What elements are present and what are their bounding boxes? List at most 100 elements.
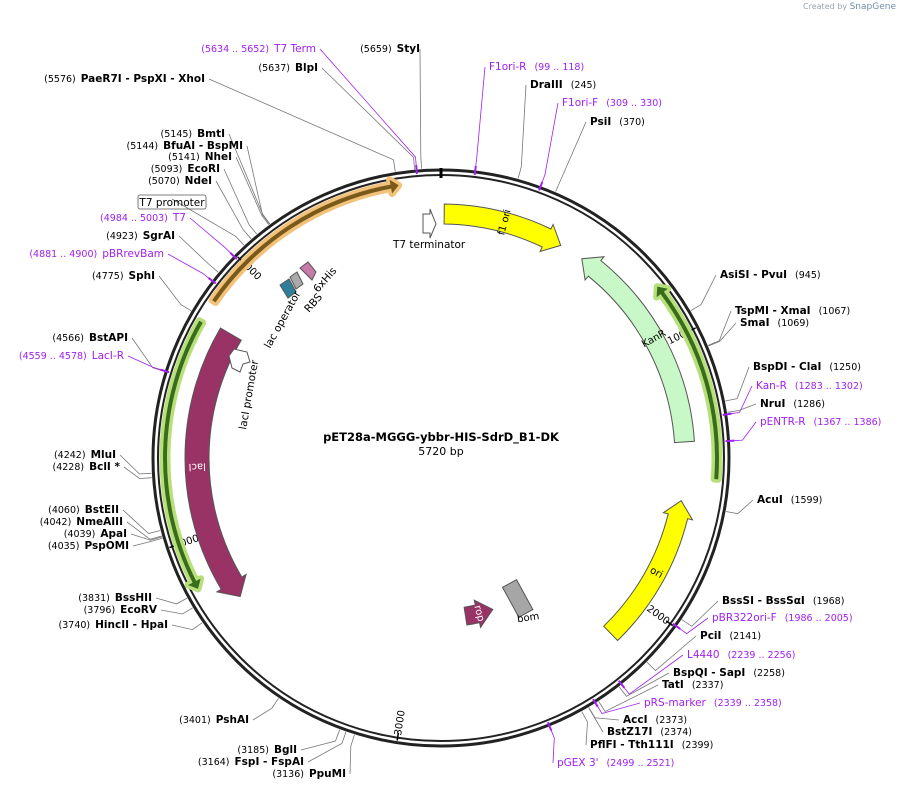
- site-text: (4984 .. 5003)T7: [100, 212, 186, 224]
- enzyme-site-label: BspDI - ClaI(1250): [753, 361, 861, 373]
- primer-mark: [546, 721, 553, 731]
- site-name: NmeAIII: [76, 516, 123, 528]
- site-position: (5637): [258, 63, 290, 74]
- site-name: L4440: [687, 649, 720, 661]
- site-name: BssSI - BssSαI: [722, 595, 805, 607]
- scale-tick: [396, 732, 400, 741]
- site-position: (2258): [753, 668, 785, 679]
- leader-line: [690, 274, 717, 312]
- leader-line: [160, 607, 193, 615]
- site-position: (4242): [54, 450, 86, 461]
- site-position: (945): [795, 270, 821, 281]
- site-text: BssSI - BssSαI(1968): [722, 595, 844, 607]
- site-text: SmaI(1069): [740, 317, 809, 329]
- site-text: (5070)NdeI: [148, 175, 212, 187]
- primer-mark: [207, 277, 217, 285]
- leader-line: [725, 499, 754, 515]
- site-name: NdeI: [185, 175, 212, 187]
- enzyme-site-label: (4775)SphI: [92, 270, 155, 282]
- leader-line: [708, 310, 732, 346]
- primer-mark: [725, 439, 735, 443]
- f1ori-arrow-body: [443, 203, 562, 253]
- site-text: BstZ17I(2374): [607, 726, 692, 738]
- leader-line: [555, 121, 587, 192]
- leader-line: [598, 684, 659, 713]
- leader-line: [321, 67, 415, 170]
- site-position: (4566): [52, 333, 84, 344]
- site-text: (4060)BstEII: [48, 504, 119, 516]
- site-name: BstAPI: [89, 332, 128, 344]
- enzyme-site-label: PciI(2141): [700, 630, 761, 642]
- bom-label: bom: [516, 611, 540, 625]
- enzyme-site-label: (4060)BstEII: [48, 504, 119, 516]
- enzyme-site-label: (3796)EcoRV: [84, 604, 158, 616]
- scale-tick-label: 2000: [644, 604, 671, 628]
- leader-line: [307, 731, 347, 763]
- snapgene-credit: Created by SnapGene: [803, 2, 896, 12]
- laci-label: lacI: [188, 460, 206, 472]
- leader-line: [581, 711, 588, 746]
- site-text: (3401)PshAI: [179, 714, 249, 726]
- plasmid-length: 5720 bp: [418, 445, 463, 458]
- site-position: (99 .. 118): [534, 62, 584, 73]
- site-name: TspMI - XmaI: [735, 305, 811, 317]
- site-text: BspDI - ClaI(1250): [753, 361, 861, 373]
- site-name: AcuI: [757, 494, 783, 506]
- leader-line: [549, 726, 555, 764]
- site-text: PsiI(370): [590, 116, 645, 128]
- site-name: LacI-R: [92, 350, 124, 362]
- enzyme-site-label: TatI(2337): [662, 679, 723, 691]
- site-text: (4035)PspOMI: [48, 540, 129, 552]
- site-position: (5634 .. 5652): [201, 44, 269, 55]
- enzyme-site-label: (5576)PaeR7I - PspXI - XhoI: [44, 73, 205, 85]
- site-text: TatI(2337): [662, 679, 723, 691]
- site-name: HincII - HpaI: [95, 619, 168, 631]
- rop-label: rop: [472, 604, 487, 623]
- site-text: NruI(1286): [760, 398, 825, 410]
- site-text: pBR322ori-F(1986 .. 2005): [712, 612, 853, 624]
- site-position: (4559 .. 4578): [19, 351, 87, 362]
- site-name: NruI: [760, 398, 785, 410]
- enzyme-site-label: (5070)NdeI: [148, 175, 212, 187]
- site-name: AsiSI - PvuI: [720, 269, 787, 281]
- ori-arrow-body: [602, 499, 694, 642]
- site-position: (1599): [791, 495, 823, 506]
- primer-label: L4440(2239 .. 2256): [687, 649, 795, 661]
- site-text: PflFI - Tth111I(2399): [590, 739, 713, 751]
- site-name: pBRrevBam: [102, 248, 164, 260]
- enzyme-site-label: (4566) BstAPI: [52, 332, 128, 344]
- site-name: Kan-R: [756, 380, 787, 392]
- site-position: (4923): [106, 231, 138, 242]
- site-position: (3740): [59, 620, 91, 631]
- primer-label: F1ori-R(99 .. 118): [489, 61, 584, 73]
- site-position: (1250): [829, 362, 861, 373]
- site-name: TatI: [662, 679, 684, 691]
- enzyme-site-label: BssSI - BssSαI(1968): [722, 595, 844, 607]
- orf-arrows: [159, 176, 723, 593]
- leader-line: [155, 597, 188, 605]
- site-name: ApaI: [100, 528, 127, 540]
- site-text: BspQI - SapI(2258): [673, 667, 785, 679]
- leader-line: [189, 217, 234, 256]
- site-name: BclI *: [89, 461, 120, 473]
- leader-line: [167, 253, 212, 281]
- site-text: (5144)BfuAI - BspMI: [127, 140, 243, 152]
- site-name: T7: [172, 212, 186, 224]
- site-position: (5093): [151, 164, 183, 175]
- leader-line: [178, 235, 219, 273]
- site-name: pGEX 3': [557, 757, 599, 769]
- site-name: PsiI: [590, 116, 611, 128]
- leader-line: [132, 537, 163, 547]
- site-text: DraIII(245): [530, 79, 596, 91]
- primer-label: Kan-R(1283 .. 1302): [756, 380, 863, 392]
- leader-line: [419, 48, 422, 169]
- leader-line: [122, 509, 161, 534]
- site-position: (3136): [272, 769, 304, 780]
- leader-line: [223, 168, 258, 235]
- leader-line: [208, 78, 396, 172]
- enzyme-site-label: BspQI - SapI(2258): [673, 667, 785, 679]
- site-text: (5637)BlpI: [258, 62, 318, 74]
- orf-kan-arrow: [653, 283, 723, 483]
- snapgene-brand: SnapGene: [849, 2, 896, 12]
- leader-line: [123, 466, 152, 480]
